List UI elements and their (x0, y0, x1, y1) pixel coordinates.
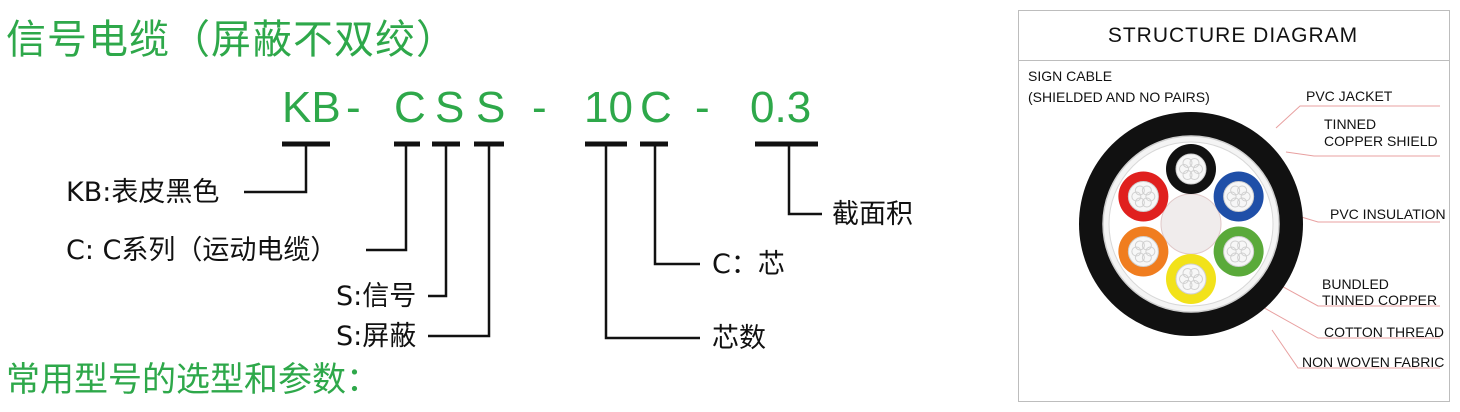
conductor-strand (1237, 197, 1248, 208)
label-pvc-insulation: PVC INSULATION (1330, 206, 1446, 222)
conductor-strand (1131, 246, 1142, 257)
structure-title: STRUCTURE DIAGRAM (1107, 24, 1359, 47)
page-title: 信号电缆（屏蔽不双绞） (6, 17, 457, 63)
conductor-strand (1145, 246, 1156, 257)
label-c-series: C: C系列（运动电缆） (66, 235, 338, 266)
conductor-strand (1193, 164, 1203, 174)
label-tinned-2: COPPER SHIELD (1324, 133, 1438, 149)
conductor-strand (1226, 191, 1237, 202)
conductor-strand (1193, 274, 1203, 284)
section-subtitle: 常用型号的选型和参数： (6, 360, 380, 400)
conductor-strand (1230, 252, 1241, 263)
cable-name-line1: SIGN CABLE (1028, 68, 1113, 84)
conductor-strand (1134, 197, 1145, 208)
cotton-thread-filler (1160, 193, 1222, 255)
label-bundled-2: TINNED COPPER (1322, 292, 1438, 308)
label-area: 截面积 (832, 199, 913, 230)
label-s-shield: S:屏蔽 (336, 321, 417, 352)
cable-name-line2: (SHIELDED AND NO PAIRS) (1028, 89, 1210, 105)
label-bundled-1: BUNDLED (1322, 276, 1389, 292)
conductor-strand (1131, 191, 1142, 202)
cores-group (1118, 144, 1264, 304)
conductor-strand (1141, 197, 1152, 208)
label-non-woven: NON WOVEN FABRIC (1302, 354, 1445, 370)
model-part-count: 10 (584, 83, 633, 132)
code-connector-lines (244, 141, 822, 340)
core-conductor (1127, 236, 1159, 267)
conductor-strand (1134, 252, 1145, 263)
core-conductor (1175, 153, 1207, 185)
conductor-strand (1189, 170, 1200, 181)
core-conductor (1127, 181, 1159, 212)
model-part-s1: S (435, 83, 465, 132)
conductor-strand (1237, 185, 1248, 196)
core-conductor (1223, 181, 1255, 212)
model-part-c2: C (640, 83, 672, 132)
conductor-strand (1141, 185, 1152, 196)
conductor-strand (1189, 157, 1200, 168)
conductor-strand (1134, 185, 1145, 196)
conductor-strand (1182, 157, 1193, 168)
conductor-strand (1237, 252, 1248, 263)
conductor-strand (1141, 252, 1152, 263)
label-tinned-1: TINNED (1324, 116, 1377, 132)
conductor-strand (1182, 267, 1193, 278)
conductor-strand (1230, 185, 1241, 196)
cable-cross-section (1079, 105, 1440, 369)
conductor-strand (1134, 240, 1145, 251)
leader-lines (1249, 105, 1440, 369)
label-pvc-jacket: PVC JACKET (1306, 88, 1393, 104)
conductor-strand (1189, 280, 1200, 291)
model-part-c: C (394, 83, 426, 132)
conductor-strand (1237, 240, 1248, 251)
conductor-strand (1230, 240, 1241, 251)
label-core-c: C：芯 (712, 249, 785, 280)
model-dash-1: - (346, 83, 361, 132)
model-dash-2: - (532, 83, 547, 132)
conductor-strand (1179, 274, 1189, 284)
conductor-strand (1189, 267, 1200, 278)
model-part-s2: S (476, 83, 506, 132)
model-part-kb: KB (282, 83, 341, 132)
conductor-strand (1240, 191, 1251, 202)
label-cotton-thread: COTTON THREAD (1324, 324, 1445, 340)
conductor-strand (1145, 191, 1156, 202)
conductor-strand (1182, 280, 1193, 291)
panel-divider (1018, 60, 1449, 61)
label-s-signal: S:信号 (336, 281, 417, 312)
conductor-strand (1179, 164, 1189, 174)
core-conductor (1223, 236, 1255, 267)
model-dash-3: - (695, 83, 710, 132)
conductor-strand (1240, 246, 1251, 257)
core-conductor (1175, 263, 1207, 295)
conductor-strand (1182, 170, 1193, 181)
conductor-strand (1141, 240, 1152, 251)
label-kb: KB:表皮黑色 (66, 177, 220, 208)
conductor-strand (1226, 246, 1237, 257)
model-part-area: 0.3 (750, 83, 812, 132)
conductor-strand (1230, 197, 1241, 208)
label-cores: 芯数 (712, 323, 766, 354)
